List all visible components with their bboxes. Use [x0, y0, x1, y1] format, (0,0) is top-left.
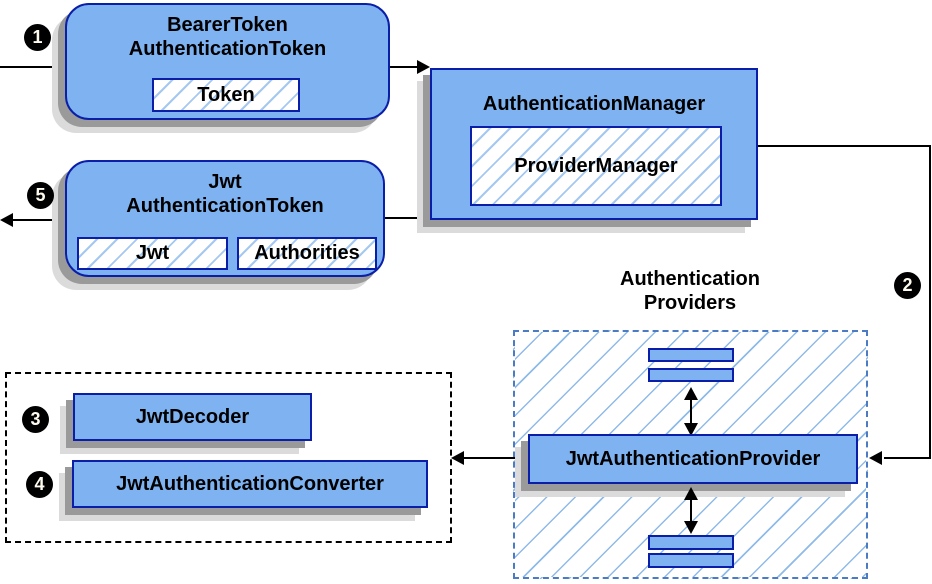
token-field: Token — [152, 78, 300, 112]
authentication-providers-label-line2: Providers — [643, 292, 737, 314]
jwt-token-title: Jwt AuthenticationToken — [67, 170, 383, 218]
step-4-badge: 4 — [26, 471, 53, 498]
manager-to-jwt-token-line — [385, 217, 432, 219]
double-arrow-line — [690, 398, 692, 425]
jwt-authentication-converter-node: JwtAuthenticationConverter — [72, 460, 428, 508]
jwt-field: Jwt — [77, 237, 228, 270]
step-2-badge: 2 — [894, 272, 921, 299]
into-provider-line — [884, 457, 930, 459]
provider-to-group-arrowhead-icon — [451, 451, 464, 465]
provider-stack-bar — [648, 368, 734, 382]
manager-right-line — [757, 145, 931, 147]
authorities-field: Authorities — [237, 237, 377, 270]
double-arrow-down-icon — [684, 423, 698, 436]
provider-stack-bar — [648, 348, 734, 362]
jwt-token-title-line2: AuthenticationToken — [126, 195, 324, 217]
double-arrow-up-icon — [684, 487, 698, 500]
jwt-decoder-node: JwtDecoder — [73, 393, 312, 441]
authentication-providers-label-line1: Authentication — [620, 268, 760, 290]
authentication-manager-node: AuthenticationManager ProviderManager — [430, 68, 758, 220]
authentication-providers-label: Authentication Providers — [590, 267, 790, 315]
bearer-token-title-line2: AuthenticationToken — [128, 38, 327, 60]
bearer-token-title: BearerToken AuthenticationToken — [67, 13, 388, 61]
jwt-token-title-line1: Jwt — [208, 171, 242, 193]
provider-to-group-line — [463, 457, 529, 459]
provider-stack-bar — [648, 535, 734, 550]
outgoing-result-arrowhead-icon — [0, 213, 13, 227]
step-5-badge: 5 — [27, 182, 54, 209]
step-3-badge: 3 — [22, 406, 49, 433]
into-provider-arrowhead-icon — [869, 451, 882, 465]
authentication-manager-title: AuthenticationManager — [482, 93, 706, 115]
incoming-request-line — [0, 66, 66, 68]
double-arrow-line — [690, 498, 692, 524]
double-arrow-up-icon — [684, 387, 698, 400]
provider-stack-bar — [648, 553, 734, 568]
step-1-badge: 1 — [24, 24, 51, 51]
double-arrow-down-icon — [684, 521, 698, 534]
outgoing-result-line — [12, 219, 66, 221]
jwt-authentication-provider-node: JwtAuthenticationProvider — [528, 434, 858, 484]
right-vertical-line — [929, 145, 931, 459]
provider-manager-field: ProviderManager — [470, 126, 722, 206]
bearer-to-manager-line — [390, 66, 419, 68]
jwt-authentication-token-node: Jwt AuthenticationToken Jwt Authorities — [65, 160, 385, 277]
bearer-token-title-line1: BearerToken — [167, 14, 288, 36]
bearer-to-manager-arrowhead-icon — [417, 60, 430, 74]
bearer-token-authentication-token-node: BearerToken AuthenticationToken Token — [65, 3, 390, 120]
